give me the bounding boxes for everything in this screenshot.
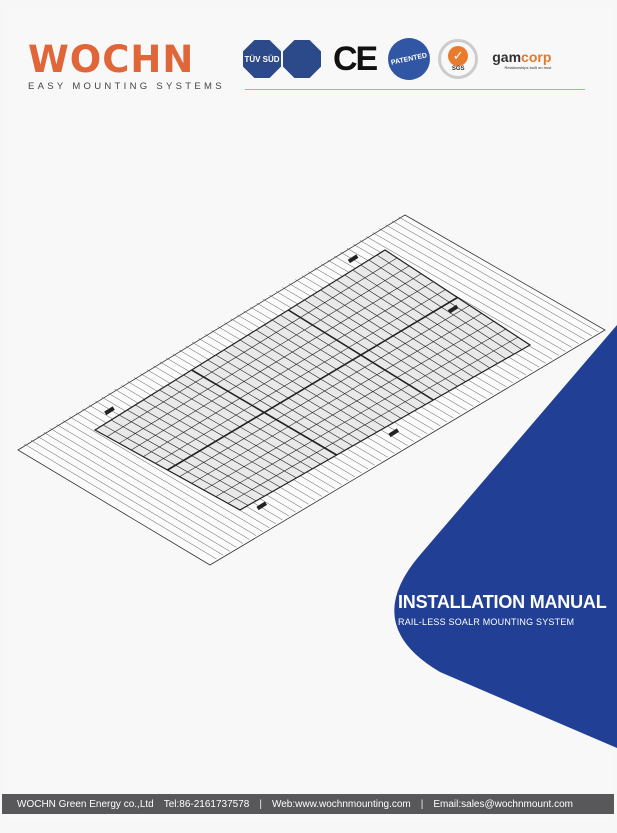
footer-bar: WOCHN Green Energy co.,Ltd Tel:86-216173… [2,794,614,814]
ce-mark: CE [333,39,378,78]
panel-cell-line [143,281,434,457]
logo-tagline: EASY MOUNTING SYSTEMS [28,81,225,92]
logo-wordmark: WOCHN [28,38,195,81]
mounting-clamp [388,428,400,438]
panel-cell-line [131,273,422,451]
panel-cell-line [155,289,446,464]
tuv-badge: TÜV SÜD [243,40,281,78]
footer-email[interactable]: Email:sales@wochnmount.com [433,798,573,810]
footer-separator: | [259,798,262,810]
roof-corrugation-line [379,228,579,344]
roof-corrugation-line [56,424,250,540]
sgs-label: SGS [451,66,465,72]
panel-cell-line [191,313,482,484]
roof-corrugation-line [398,216,599,333]
blue-accent-shape [394,325,617,748]
mounting-clamp [347,254,359,264]
footer-tel: Tel:86-2161737578 [163,798,250,810]
solar-panel-array [93,249,532,511]
panel-cell-line [227,336,519,504]
roof-corrugation-line [30,439,224,556]
roof-corrugation-line [50,428,244,544]
mounting-clamp [104,406,115,416]
mounting-clamp [256,501,268,511]
roof-corrugation-line [24,443,217,560]
roof-corrugation-line [63,420,257,536]
roof-corrugation-line [43,432,237,548]
cover-title: INSTALLATION MANUAL [398,592,607,612]
roof-corrugation-line [37,436,230,552]
panel-cell-line [106,257,398,437]
certification-logos: TÜV SÜD CE PATENTED ✓SGS gamcorp Relatio… [243,34,552,84]
panel-cell-line [203,320,494,491]
mounting-clamp [447,304,459,314]
patented-seal: PATENTED [384,34,435,84]
check-icon: ✓ [448,46,469,66]
header-divider [245,89,585,90]
cover-subtitle: RAIL-LESS SOALR MOUNTING SYSTEM [398,617,575,627]
panel-cell-line [119,265,410,444]
gamcorp-logo: gamcorp Relationships built on trust [492,48,552,70]
roof-corrugation-line [391,220,592,337]
sgs-badge: ✓SGS [438,39,479,79]
wochn-logo: WOCHN EASY MOUNTING SYSTEMS [28,38,225,92]
roof-corrugation-line [366,236,566,352]
footer-web[interactable]: Web:www.wochnmounting.com [271,798,411,810]
tuv-details-badge [283,40,321,78]
panel-cell-line [167,296,458,471]
roof-corrugation-line [385,224,586,340]
panel-cell-line [179,305,470,477]
footer-separator: | [420,798,424,810]
footer-company: WOCHN Green Energy co.,Ltd [17,798,154,810]
roof-corrugation-line [372,232,573,348]
panel-cell-line [215,328,506,497]
roof-corrugation-line [69,416,263,532]
